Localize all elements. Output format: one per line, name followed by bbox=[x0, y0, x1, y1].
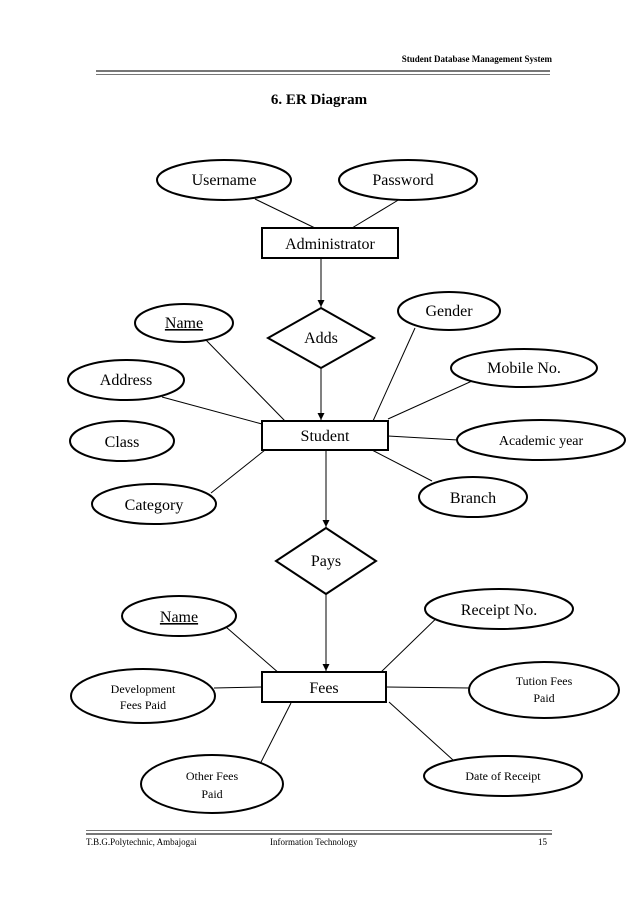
attr-date-of-receipt bbox=[423, 755, 583, 797]
attr-category bbox=[91, 483, 217, 525]
attr-receipt-no-label: Receipt No. bbox=[461, 602, 537, 619]
attr-development-fees bbox=[70, 668, 216, 724]
header-rule-thin bbox=[96, 74, 550, 75]
attr-name-student bbox=[134, 303, 234, 343]
entity-student bbox=[261, 420, 389, 451]
attr-academic-year bbox=[456, 419, 626, 461]
attr-academic-year-label: Academic year bbox=[499, 434, 584, 449]
attr-mobile-label: Mobile No. bbox=[487, 360, 561, 377]
relationship-adds-label: Adds bbox=[304, 330, 338, 347]
relationship-pays-label: Pays bbox=[311, 553, 341, 570]
attr-development-fees-label-line2: Fees Paid bbox=[120, 698, 166, 712]
attr-tution-fees bbox=[468, 661, 620, 719]
footer-department: Information Technology bbox=[270, 837, 358, 847]
entity-administrator-label: Administrator bbox=[285, 236, 375, 253]
attr-address-label: Address bbox=[100, 372, 152, 389]
attr-mobile bbox=[450, 348, 598, 388]
arrows bbox=[317, 259, 330, 671]
header-rule bbox=[96, 70, 550, 72]
attr-gender-label: Gender bbox=[425, 303, 473, 320]
relationship-pays bbox=[274, 526, 378, 596]
footer-rule bbox=[86, 833, 552, 835]
attr-name-student-label: Name bbox=[165, 315, 203, 332]
entity-administrator bbox=[261, 227, 399, 259]
footer-rule-thin bbox=[86, 830, 552, 831]
attr-class bbox=[69, 420, 175, 462]
attr-branch-label: Branch bbox=[450, 490, 496, 507]
attr-category-label: Category bbox=[125, 497, 184, 514]
attr-password-label: Password bbox=[372, 172, 433, 189]
attr-other-fees-label-line2: Paid bbox=[201, 787, 222, 801]
entity-student-label: Student bbox=[301, 428, 350, 445]
attr-gender bbox=[397, 291, 501, 331]
attr-development-fees-label-line1: Development bbox=[111, 682, 176, 696]
entity-fees-label: Fees bbox=[309, 680, 338, 697]
attr-branch bbox=[418, 476, 528, 518]
attr-class-label: Class bbox=[105, 434, 140, 451]
attr-other-fees bbox=[140, 754, 284, 814]
entity-fees bbox=[261, 671, 387, 703]
page-heading: 6. ER Diagram bbox=[270, 92, 368, 108]
attr-tution-fees-label-line1: Tution Fees bbox=[516, 674, 573, 688]
attr-username bbox=[156, 159, 292, 201]
attr-name-fees bbox=[121, 595, 237, 637]
attr-address bbox=[67, 359, 185, 401]
attr-receipt-no bbox=[424, 588, 574, 630]
attr-name-fees-label: Name bbox=[160, 609, 198, 626]
footer-page-number: 15 bbox=[538, 837, 547, 847]
attr-tution-fees-label-line2: Paid bbox=[533, 691, 554, 705]
attr-password bbox=[338, 159, 478, 201]
attr-date-of-receipt-label: Date of Receipt bbox=[465, 769, 541, 783]
header-title: Student Database Management System bbox=[401, 54, 552, 64]
relationship-adds bbox=[265, 306, 377, 370]
footer-institution: T.B.G.Polytechnic, Ambajogai bbox=[86, 837, 197, 847]
attr-username-label: Username bbox=[192, 172, 257, 189]
attr-other-fees-label-line1: Other Fees bbox=[186, 769, 239, 783]
